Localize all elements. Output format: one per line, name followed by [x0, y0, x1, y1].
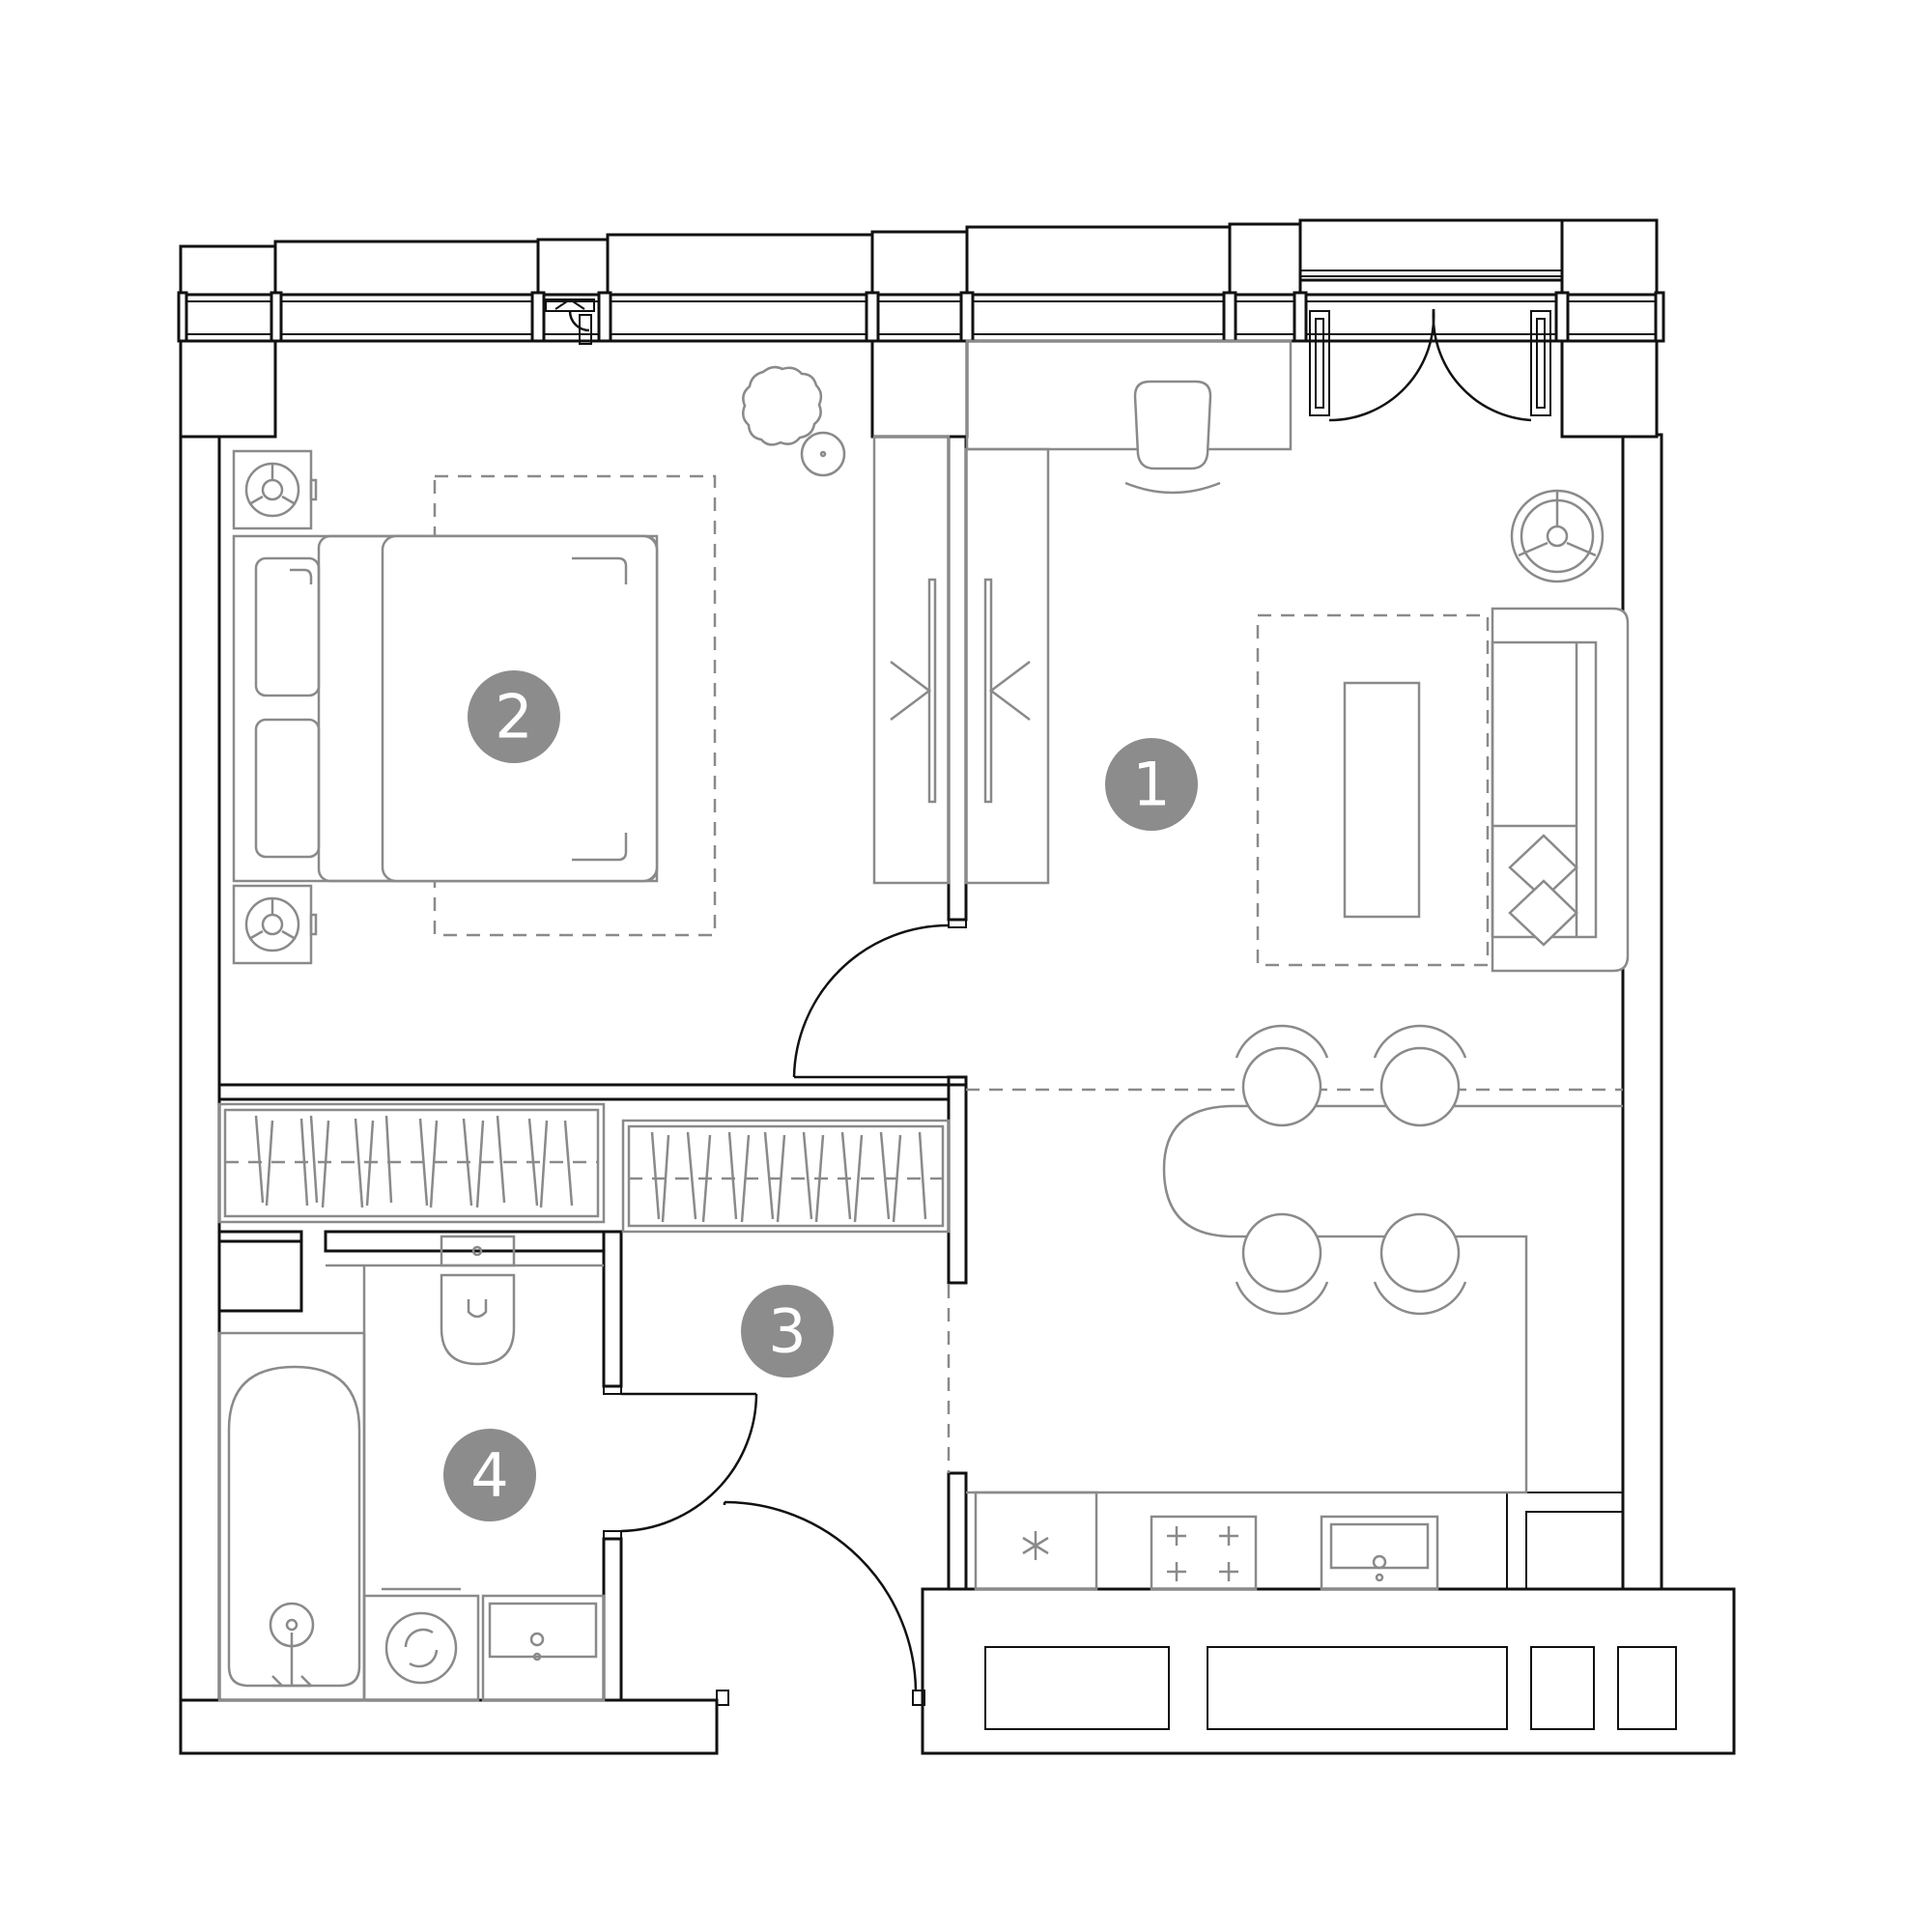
bathroom-fixtures — [217, 1235, 606, 1702]
bar-stool — [1373, 1212, 1467, 1316]
room-number-4: 4 — [470, 1440, 508, 1511]
room-number-3: 3 — [768, 1296, 806, 1367]
kitchen-furniture — [966, 1024, 1623, 1591]
hallway-wardrobes — [217, 1102, 951, 1234]
room-marker-4: 4 — [443, 1429, 536, 1521]
bar-stool — [1373, 1024, 1467, 1127]
room-marker-2: 2 — [468, 670, 560, 763]
doors — [620, 923, 950, 1691]
room-number-1: 1 — [1132, 750, 1170, 820]
room-marker-3: 3 — [741, 1285, 834, 1378]
bar-stool — [1235, 1024, 1329, 1127]
living-furniture — [965, 339, 1630, 973]
room-number-2: 2 — [495, 682, 532, 753]
room-marker-1: 1 — [1105, 738, 1198, 831]
bar-stool — [1235, 1212, 1329, 1316]
bedroom-furniture — [232, 365, 846, 965]
facade-top — [177, 218, 1665, 439]
